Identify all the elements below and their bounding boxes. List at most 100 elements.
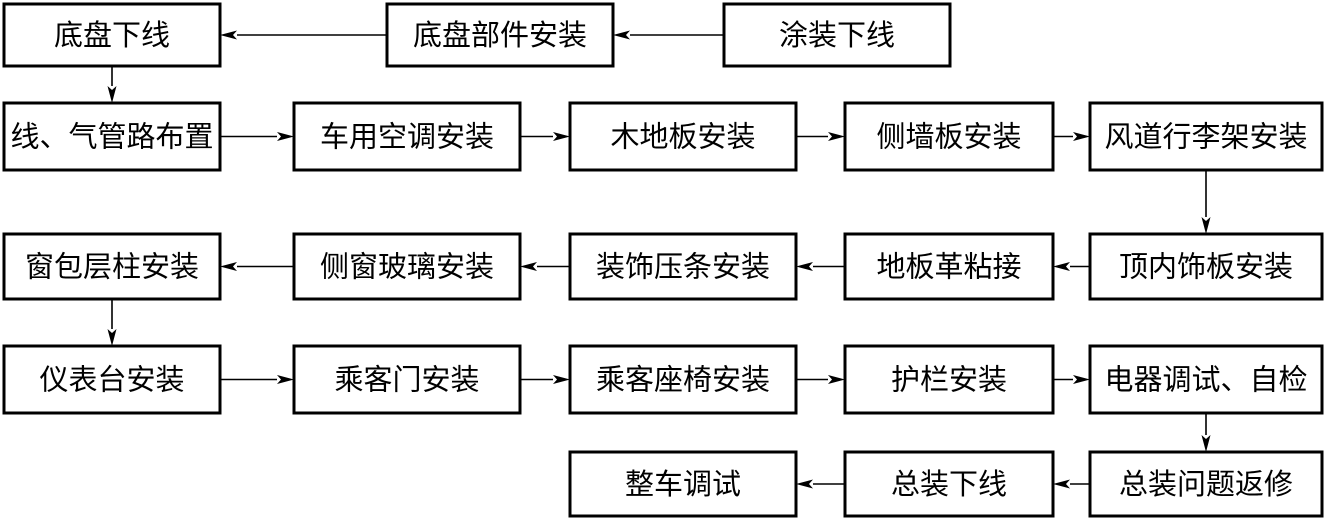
edges-layer <box>107 30 1211 489</box>
process-step-box <box>292 344 522 415</box>
process-step-n16: 乘客座椅安装 <box>568 344 798 415</box>
process-step-n4: 线、气管路布置 <box>2 101 222 172</box>
arrow-head-icon <box>1073 132 1090 141</box>
process-step-label: 电器调试、自检 <box>1104 363 1307 397</box>
process-step-label: 木地板安装 <box>610 120 755 154</box>
arrow-head-icon <box>1053 479 1070 489</box>
process-step-label: 底盘部件安装 <box>413 18 587 52</box>
flow-arrow-n7-n8 <box>1053 132 1090 141</box>
arrow-head-icon <box>613 30 630 40</box>
process-step-n14: 仪表台安装 <box>2 344 222 415</box>
process-step-n21: 整车调试 <box>568 450 798 518</box>
flow-arrow-n8-n9 <box>1201 170 1211 234</box>
arrow-head-icon <box>1073 375 1090 384</box>
process-step-box <box>1088 344 1324 415</box>
process-step-label: 仪表台安装 <box>39 363 184 397</box>
process-step-n10: 地板革粘接 <box>843 232 1055 301</box>
process-step-label: 地板革粘接 <box>876 250 1021 284</box>
process-step-n5: 车用空调安装 <box>292 101 522 172</box>
process-step-n12: 侧窗玻璃安装 <box>292 232 522 301</box>
process-step-label: 乘客门安装 <box>334 363 479 397</box>
process-step-box <box>1088 232 1324 301</box>
flow-arrow-n2-n1 <box>220 30 387 40</box>
flow-arrow-n18-n19 <box>1201 413 1211 452</box>
arrow-head-icon <box>553 132 570 141</box>
process-step-box <box>2 232 222 301</box>
flow-arrow-n5-n6 <box>520 132 570 141</box>
process-step-label: 车用空调安装 <box>320 120 494 154</box>
process-step-label: 侧窗玻璃安装 <box>320 250 494 284</box>
flow-arrow-n4-n5 <box>220 132 294 141</box>
process-step-box <box>568 101 798 172</box>
process-step-n17: 护栏安装 <box>843 344 1055 415</box>
process-step-n1: 底盘下线 <box>2 2 222 68</box>
arrow-head-icon <box>107 86 117 103</box>
process-step-n15: 乘客门安装 <box>292 344 522 415</box>
flow-arrow-n19-n20 <box>1053 479 1090 489</box>
flow-arrow-n15-n16 <box>520 375 570 384</box>
flow-arrow-n12-n13 <box>220 262 294 271</box>
arrow-head-icon <box>107 329 117 346</box>
process-step-label: 顶内饰板安装 <box>1119 250 1293 284</box>
arrow-head-icon <box>1053 262 1070 271</box>
process-step-box <box>843 232 1055 301</box>
process-step-n13: 窗包层柱安装 <box>2 232 222 301</box>
process-step-n8: 风道行李架安装 <box>1088 101 1324 172</box>
arrow-head-icon <box>277 375 294 384</box>
arrow-head-icon <box>796 479 813 489</box>
arrow-head-icon <box>1201 435 1211 452</box>
process-step-box <box>722 2 952 68</box>
flow-arrow-n1-n4 <box>107 66 117 103</box>
process-step-box <box>1088 101 1324 172</box>
process-step-box <box>843 101 1055 172</box>
process-step-label: 总装问题返修 <box>1119 467 1293 501</box>
process-step-box <box>292 232 522 301</box>
flow-arrow-n10-n11 <box>796 262 845 271</box>
flow-arrow-n16-n17 <box>796 375 845 384</box>
process-step-box <box>292 101 522 172</box>
flow-arrow-n17-n18 <box>1053 375 1090 384</box>
process-step-box <box>2 344 222 415</box>
process-step-label: 线、气管路布置 <box>10 120 213 154</box>
process-step-box <box>2 101 222 172</box>
process-step-n6: 木地板安装 <box>568 101 798 172</box>
process-step-label: 底盘下线 <box>54 18 170 52</box>
process-step-n9: 顶内饰板安装 <box>1088 232 1324 301</box>
arrow-head-icon <box>220 262 237 271</box>
flow-arrow-n9-n10 <box>1053 262 1090 271</box>
flow-arrow-n3-n2 <box>613 30 724 40</box>
process-step-n2: 底盘部件安装 <box>385 2 615 68</box>
process-step-box <box>385 2 615 68</box>
arrow-head-icon <box>220 30 237 40</box>
flow-arrow-n20-n21 <box>796 479 845 489</box>
arrow-head-icon <box>828 132 845 141</box>
process-step-box <box>568 344 798 415</box>
flow-arrow-n14-n15 <box>220 375 294 384</box>
arrow-head-icon <box>828 375 845 384</box>
process-step-box <box>843 344 1055 415</box>
process-step-n18: 电器调试、自检 <box>1088 344 1324 415</box>
process-step-box <box>1088 450 1324 518</box>
process-step-label: 涂装下线 <box>779 18 895 52</box>
process-step-box <box>568 232 798 301</box>
flow-arrow-n13-n14 <box>107 299 117 346</box>
process-step-label: 侧墙板安装 <box>876 120 1021 154</box>
process-step-n3: 涂装下线 <box>722 2 952 68</box>
process-step-n11: 装饰压条安装 <box>568 232 798 301</box>
arrow-head-icon <box>520 262 537 271</box>
flow-arrow-n6-n7 <box>796 132 845 141</box>
process-step-n7: 侧墙板安装 <box>843 101 1055 172</box>
process-step-label: 风道行李架安装 <box>1104 120 1307 154</box>
process-step-box <box>843 450 1055 518</box>
flow-arrow-n11-n12 <box>520 262 570 271</box>
process-step-label: 总装下线 <box>891 467 1007 501</box>
arrow-head-icon <box>553 375 570 384</box>
process-step-label: 护栏安装 <box>891 363 1007 397</box>
process-step-n19: 总装问题返修 <box>1088 450 1324 518</box>
arrow-head-icon <box>277 132 294 141</box>
process-step-label: 乘客座椅安装 <box>596 363 770 397</box>
process-step-label: 窗包层柱安装 <box>25 250 199 284</box>
process-step-n20: 总装下线 <box>843 450 1055 518</box>
